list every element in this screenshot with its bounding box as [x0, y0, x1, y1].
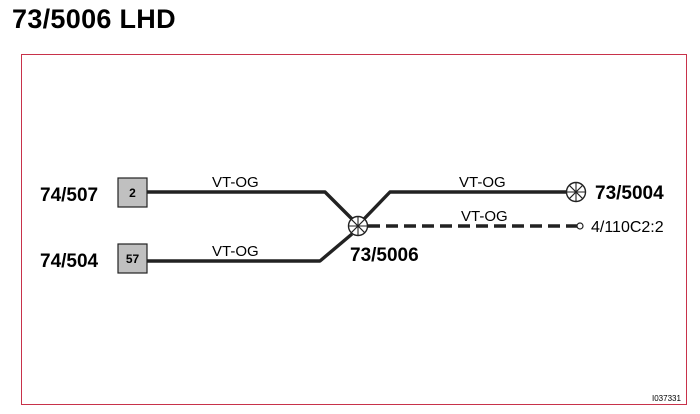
connector-label-74-507: 74/507 [40, 185, 98, 206]
connector-pin-74-507: 2 [129, 186, 136, 200]
wire-label-dashed-right: VT-OG [461, 208, 508, 225]
image-reference: I037331 [652, 394, 681, 403]
splice-label-center: 73/5006 [350, 245, 419, 266]
terminal-icon [576, 222, 584, 230]
diagram-frame [21, 54, 687, 405]
wire-label-top-left: VT-OG [212, 174, 259, 191]
splice-label-right: 73/5004 [595, 183, 664, 204]
terminal-label: 4/110C2:2 [591, 219, 664, 236]
wire-label-bottom-left: VT-OG [212, 243, 259, 260]
connector-pin-74-504: 57 [126, 252, 140, 266]
wire-bottom-left [147, 232, 354, 263]
wire-top-left [147, 190, 354, 221]
splice-icon-right [565, 181, 587, 203]
wire-top-right [362, 190, 567, 221]
connector-pin-box-74-504 [117, 243, 148, 274]
page-title: 73/5006 LHD [12, 4, 176, 34]
connector-pin-box-74-507 [117, 177, 148, 208]
wire-label-top-right: VT-OG [459, 174, 506, 191]
splice-icon-center [347, 215, 369, 237]
connector-label-74-504: 74/504 [40, 251, 99, 272]
